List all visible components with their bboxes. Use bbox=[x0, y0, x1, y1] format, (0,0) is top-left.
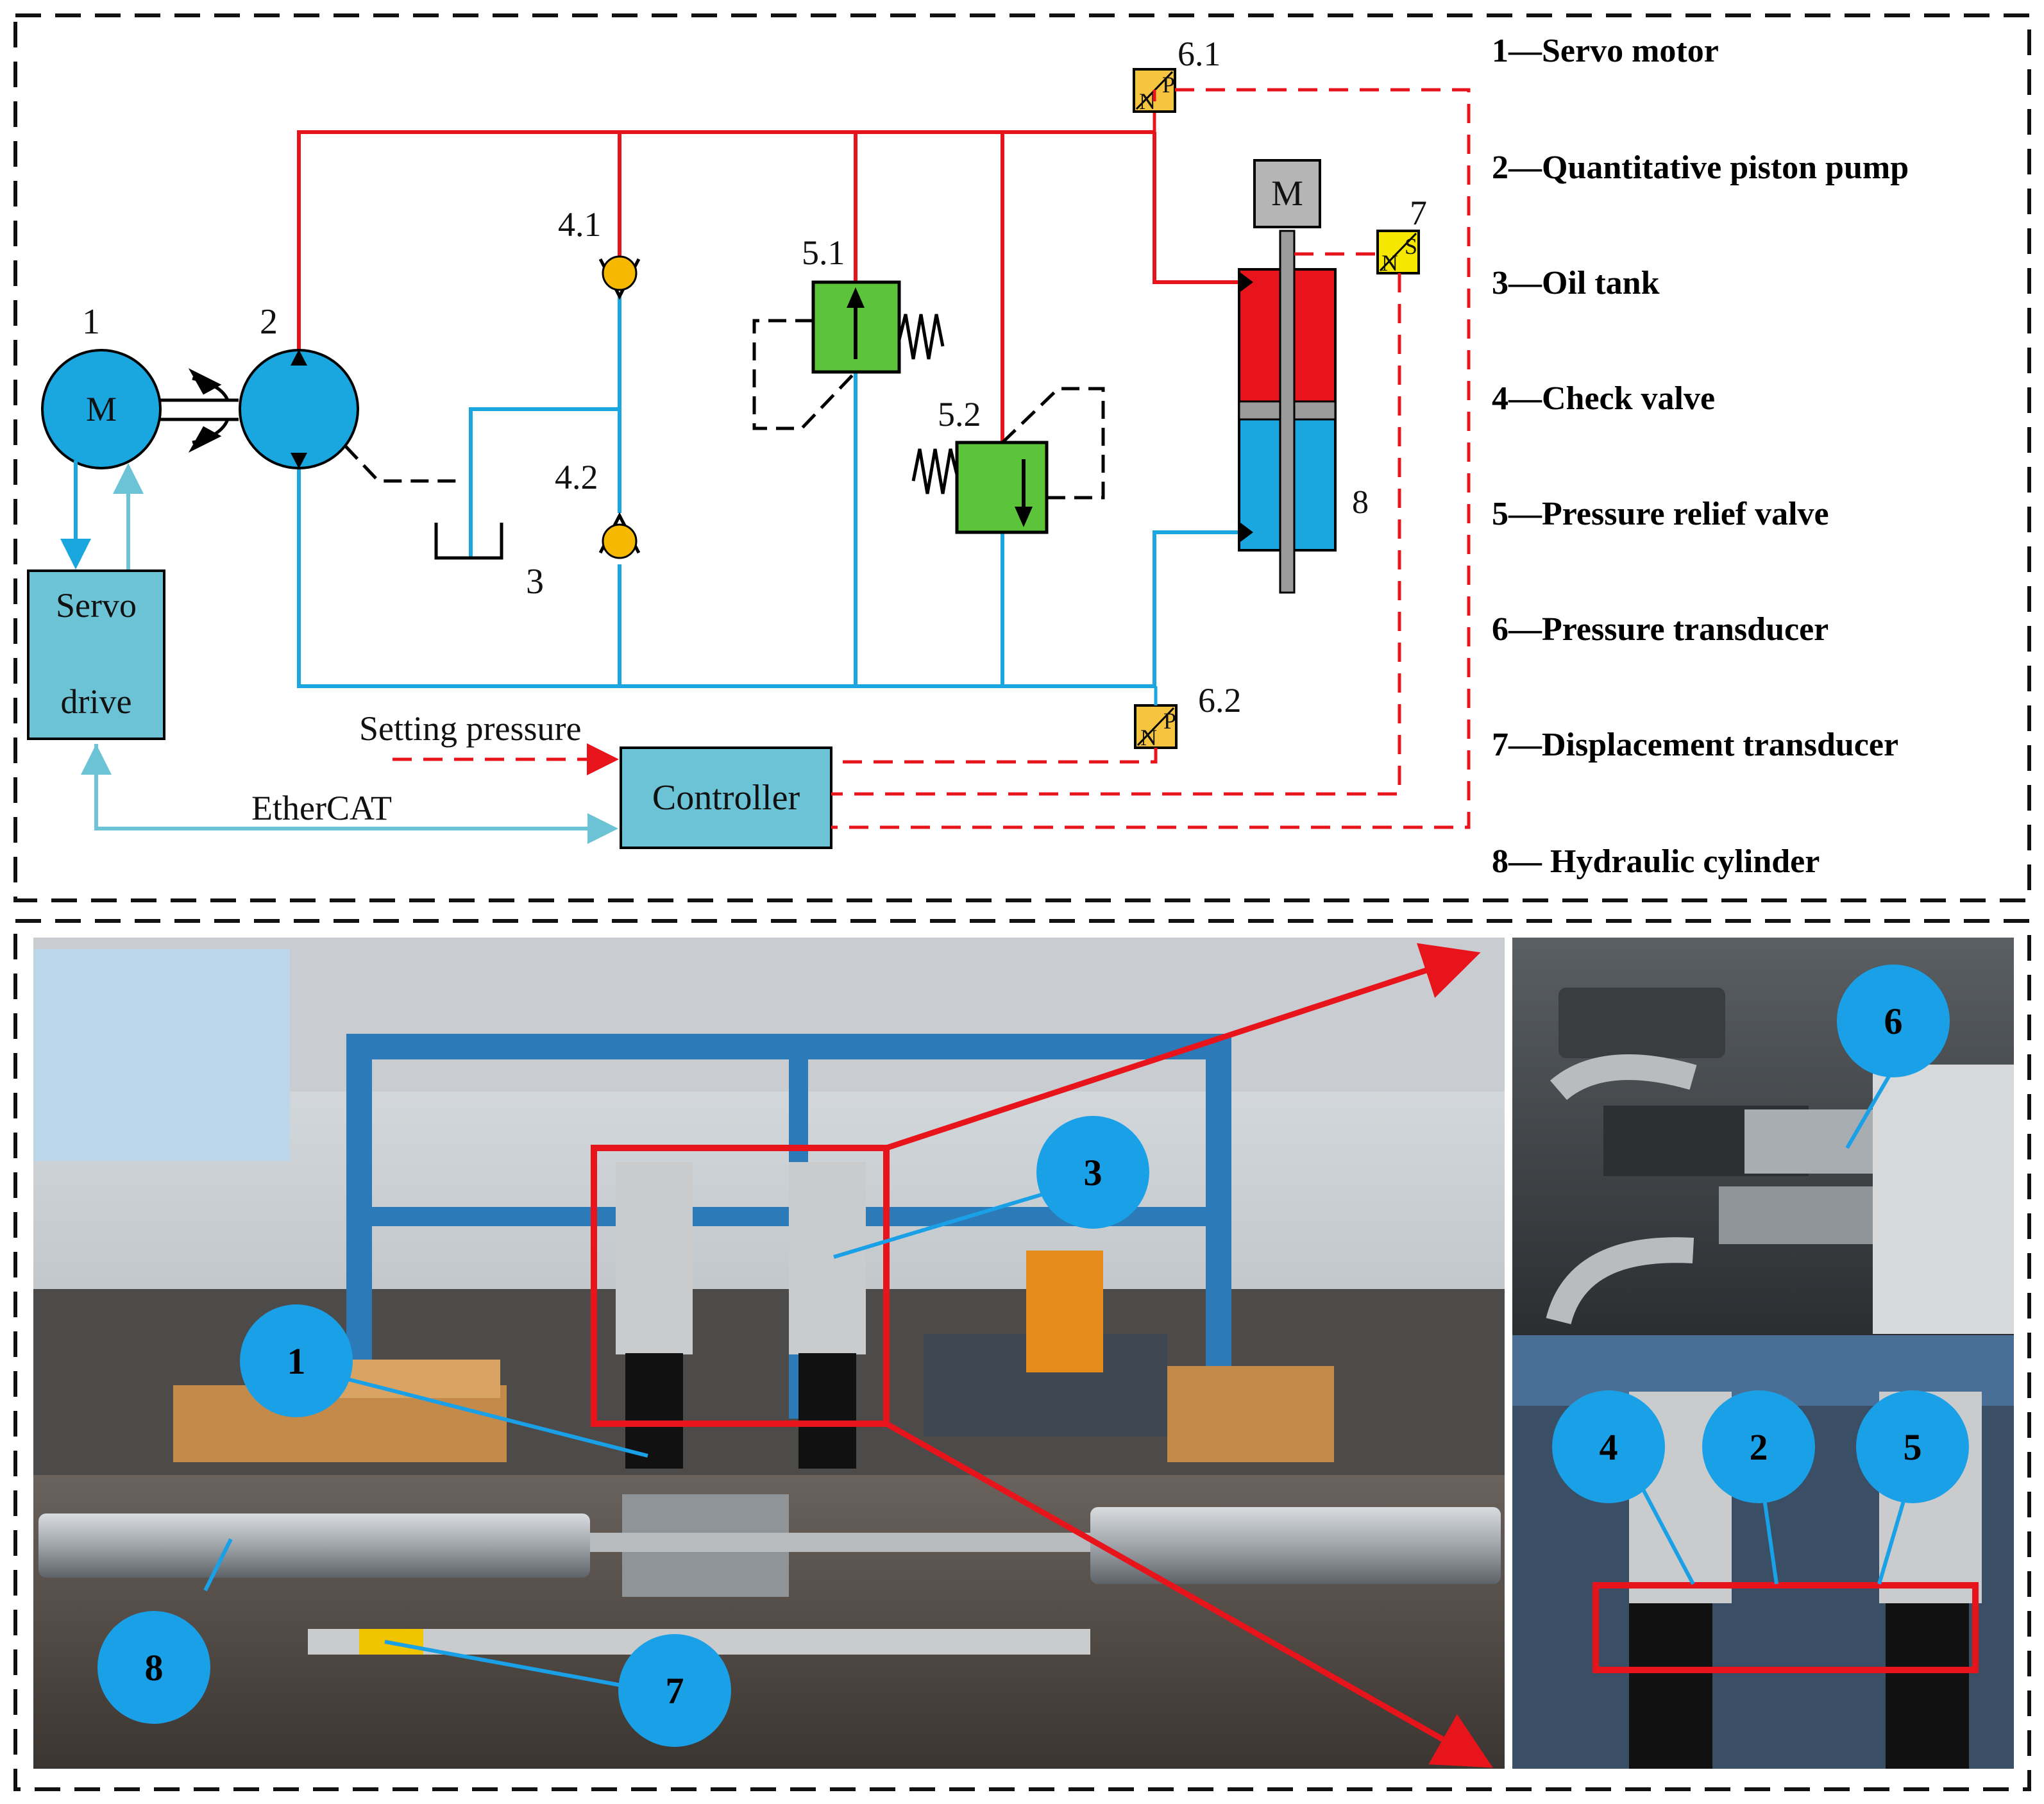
check-valve-4-2-label: 4.2 bbox=[555, 458, 598, 496]
servo-motor-symbol: M bbox=[86, 390, 117, 428]
callout-6-number: 6 bbox=[1884, 1000, 1903, 1042]
check-valve-4-2 bbox=[598, 512, 641, 559]
displacement-transducer-number: 7 bbox=[1410, 194, 1427, 232]
signal-lines bbox=[831, 88, 1471, 829]
callout-3: 3 bbox=[1036, 1116, 1149, 1229]
displacement-transducer: S N bbox=[1376, 230, 1420, 276]
servo-motor-number: 1 bbox=[82, 302, 100, 342]
relief-valve-5-1 bbox=[752, 280, 945, 430]
callout-2: 2 bbox=[1702, 1390, 1815, 1503]
pressure-transducer-6-1-label: 6.1 bbox=[1178, 35, 1221, 73]
legend-item-7: 7—Displacement transducer bbox=[1492, 727, 1898, 763]
callout-2-number: 2 bbox=[1750, 1426, 1768, 1468]
pressure-transducer-6-2: P N bbox=[1134, 704, 1178, 750]
callout-8: 8 bbox=[97, 1611, 210, 1724]
pressure-transducer-6-2-label: 6.2 bbox=[1198, 681, 1242, 720]
legend-item-1: 1—Servo motor bbox=[1492, 33, 1719, 69]
oil-tank-number: 3 bbox=[526, 562, 544, 602]
pressure-lines bbox=[297, 130, 1247, 443]
relief-valve-5-2 bbox=[911, 387, 1105, 534]
callout-7: 7 bbox=[618, 1634, 731, 1747]
servo-drive-line1: Servo bbox=[56, 586, 137, 625]
legend-item-8: 8— Hydraulic cylinder bbox=[1492, 843, 1820, 880]
legend-item-4: 4—Check valve bbox=[1492, 380, 1715, 417]
setting-pressure-label: Setting pressure bbox=[359, 709, 581, 748]
shaft-coupling bbox=[159, 368, 239, 453]
cylinder-motor-symbol: M bbox=[1271, 174, 1303, 214]
photo-panel-border bbox=[13, 919, 2031, 1791]
pump-number: 2 bbox=[260, 302, 278, 342]
relief-valve-5-1-label: 5.1 bbox=[802, 233, 845, 272]
controller-box: Controller bbox=[620, 746, 832, 849]
servo-motor: M bbox=[41, 349, 162, 469]
legend-item-5: 5—Pressure relief valve bbox=[1492, 496, 1829, 532]
callout-5: 5 bbox=[1856, 1390, 1969, 1503]
pump-drain-line bbox=[344, 444, 462, 483]
relief-valve-5-2-label: 5.2 bbox=[938, 395, 981, 434]
piston-pump bbox=[239, 349, 359, 469]
callout-1: 1 bbox=[240, 1304, 353, 1417]
check-valve-4-1 bbox=[598, 255, 641, 300]
controller-label: Controller bbox=[652, 778, 800, 818]
return-lines bbox=[297, 296, 1247, 688]
callout-1-number: 1 bbox=[287, 1340, 306, 1382]
callout-6: 6 bbox=[1837, 965, 1950, 1077]
zoom-arrows bbox=[884, 943, 1493, 1768]
legend-item-6: 6—Pressure transducer bbox=[1492, 611, 1829, 648]
servo-drive-line2: drive bbox=[61, 682, 132, 721]
callout-8-number: 8 bbox=[145, 1647, 164, 1689]
callout-5-number: 5 bbox=[1904, 1426, 1922, 1468]
ethercat-label: EtherCAT bbox=[251, 789, 392, 827]
dt-top-letter: S bbox=[1405, 233, 1417, 259]
main-photo bbox=[33, 938, 1505, 1769]
main-photo-highlight bbox=[591, 1145, 890, 1427]
pt62-top-letter: P bbox=[1163, 708, 1176, 734]
oil-tank bbox=[434, 523, 503, 560]
legend-item-2: 2—Quantitative piston pump bbox=[1492, 149, 1909, 186]
callout-4: 4 bbox=[1552, 1390, 1665, 1503]
hydraulic-cylinder bbox=[1238, 230, 1337, 594]
inset-bottom-highlight bbox=[1592, 1582, 1979, 1673]
legend-item-3: 3—Oil tank bbox=[1492, 265, 1660, 301]
schematic-panel-border bbox=[13, 13, 2031, 902]
cylinder-motor: M bbox=[1253, 159, 1321, 228]
component-legend: 1—Servo motor 2—Quantitative piston pump… bbox=[1492, 33, 1909, 880]
pt62-bottom-letter: N bbox=[1140, 725, 1157, 750]
servo-drive-box: Servo drive bbox=[27, 569, 165, 740]
check-valve-4-1-label: 4.1 bbox=[558, 205, 602, 244]
callout-7-number: 7 bbox=[666, 1670, 684, 1712]
cylinder-number: 8 bbox=[1352, 484, 1369, 521]
callout-4-number: 4 bbox=[1600, 1426, 1618, 1468]
dt-bottom-letter: N bbox=[1381, 250, 1398, 276]
callout-3-number: 3 bbox=[1084, 1152, 1102, 1193]
pt61-top-letter: P bbox=[1162, 72, 1175, 97]
